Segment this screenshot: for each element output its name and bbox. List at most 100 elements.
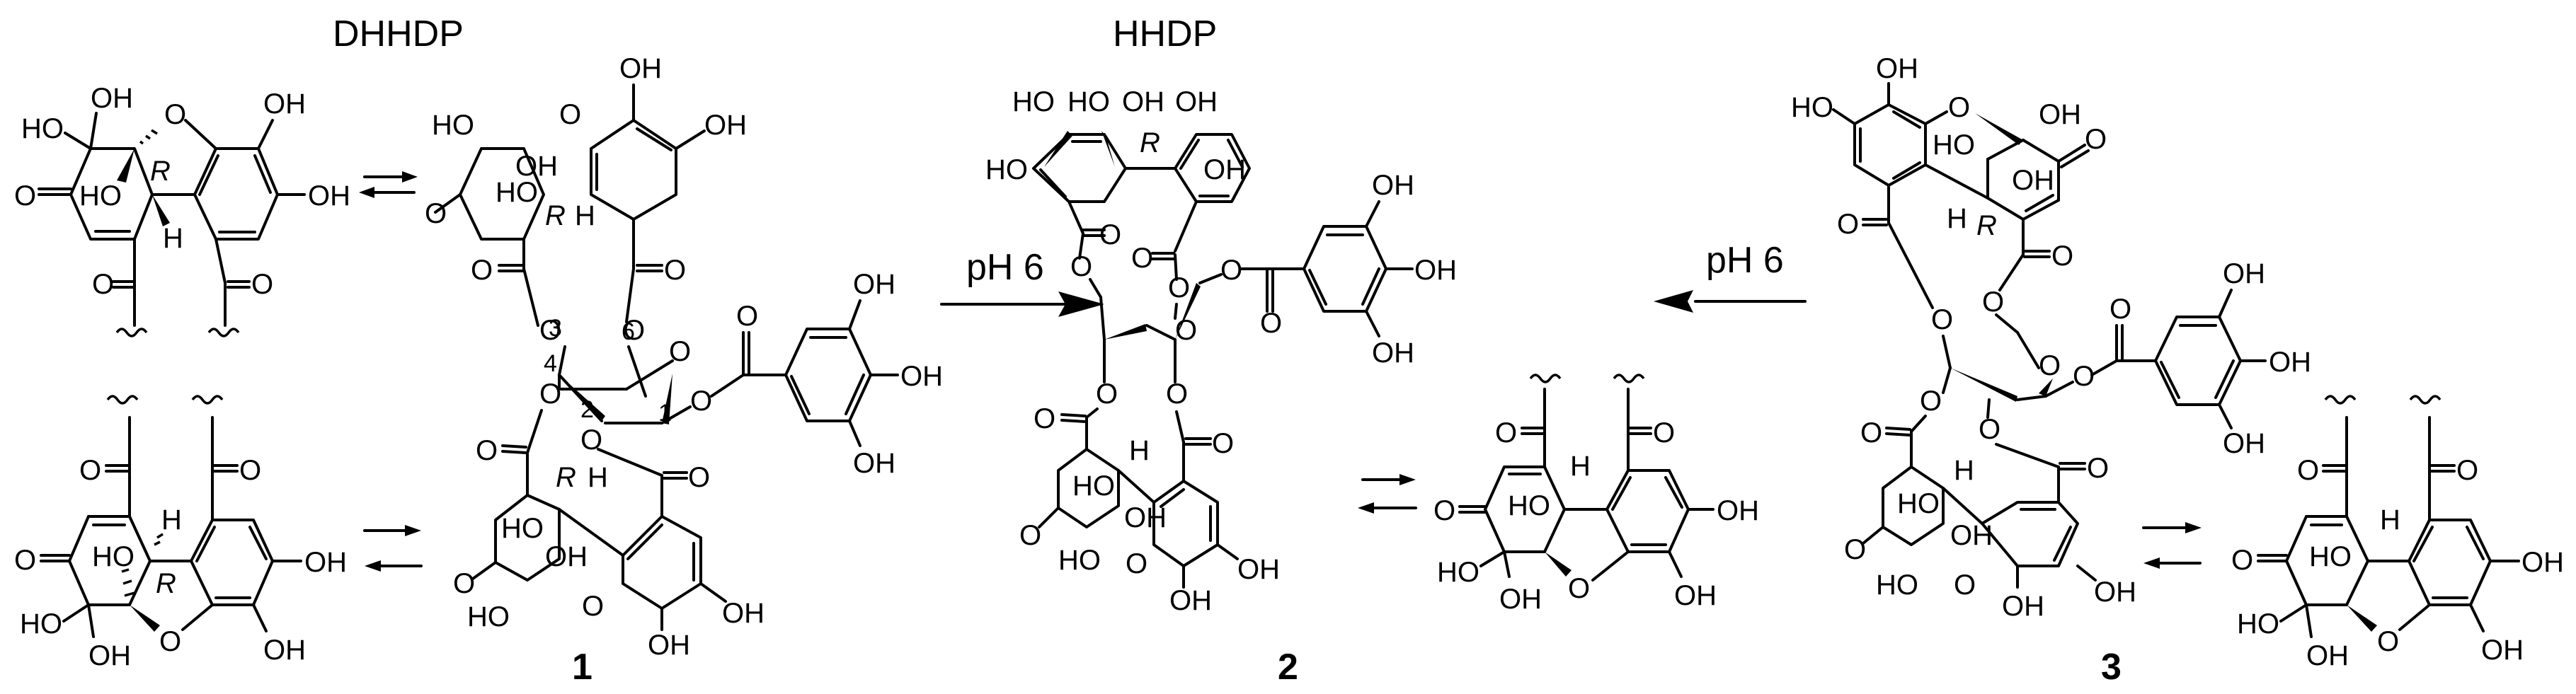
dhhdp-fragment-bottom-left: O O O HO H R HO OH O OH OH — [14, 395, 347, 671]
ho-label: HO — [432, 110, 474, 141]
ho-label: HO — [1897, 488, 1940, 519]
oh-label: OH — [2223, 428, 2265, 459]
ester-o: O — [539, 315, 561, 346]
h-label: H — [575, 200, 595, 231]
h-label: H — [1129, 435, 1150, 466]
oh-label: OH — [2223, 258, 2265, 289]
ester-o: O — [539, 378, 561, 410]
oh-label: OH — [1169, 585, 1212, 616]
ester-o: O — [1979, 414, 2000, 445]
ho-label: HO — [1508, 490, 1550, 521]
carbonyl-o: O — [476, 435, 498, 466]
furan-o: O — [582, 591, 604, 622]
oh-label: OH — [853, 448, 895, 479]
compound-label-1: 1 — [572, 647, 593, 688]
oh-label: OH — [2012, 165, 2054, 196]
ho-label: HO — [1072, 470, 1115, 502]
ester-o: O — [1220, 255, 1242, 286]
condition-ph-left: pH 6 — [966, 247, 1044, 288]
carbonyl-o: O — [2087, 453, 2109, 484]
oh-label: OH — [1203, 154, 1246, 185]
carbonyl-o: O — [2110, 294, 2131, 325]
oh-label: OH — [1124, 502, 1167, 533]
oh-label: OH — [2039, 99, 2081, 130]
ho-label: HO — [1012, 86, 1055, 117]
stereo-r: R — [1140, 127, 1160, 158]
oh-label: OH — [853, 269, 895, 300]
equilibrium-arrows-top-left — [359, 171, 418, 198]
carbonyl-o: O — [2297, 455, 2319, 486]
ketone-o: O — [453, 568, 475, 599]
stereo-r: R — [156, 568, 176, 599]
dhhdp-fragment-middle: O O O HO H HO OH O OH OH — [1433, 374, 1759, 615]
ketone-o: O — [2231, 545, 2253, 576]
furan-o: O — [1954, 569, 1976, 601]
oh-label: OH — [545, 541, 588, 572]
oh-label: OH — [900, 361, 943, 392]
h-label: H — [1947, 203, 1967, 234]
compound-3-structure: OH HO O OH O HO OH H R O O O O — [1791, 53, 2311, 622]
ketone-o: O — [14, 180, 36, 212]
carbonyl-o: O — [1837, 209, 1859, 240]
ho-label: HO — [1058, 545, 1101, 576]
oh-label: OH — [704, 110, 747, 141]
carbonyl-o: O — [79, 455, 101, 486]
carbonyl-o: O — [1099, 219, 1121, 250]
ho-label: HO — [2237, 608, 2279, 640]
oh-label: OH — [619, 53, 662, 84]
dhhdp-fragment-top-left: O HO OH HO O R H OH OH O O — [14, 83, 350, 337]
oh-label: OH — [88, 640, 131, 671]
carbonyl-o: O — [1034, 403, 1055, 434]
oh-label: OH — [648, 630, 690, 661]
compound-label-3: 3 — [2101, 647, 2122, 688]
ho-label: HO — [1437, 557, 1479, 588]
carbonyl-o: O — [251, 269, 273, 300]
ho-label: HO — [1933, 129, 1975, 161]
dhhdp-fragment-right: O O O HO H HO OH O OH OH — [2231, 395, 2564, 671]
locant-4: 4 — [544, 350, 557, 377]
carbonyl-o: O — [2051, 241, 2073, 272]
ho-label: HO — [1067, 86, 1110, 117]
oh-label: OH — [1372, 170, 1414, 201]
oh-label: OH — [304, 547, 347, 578]
h-label: H — [1570, 451, 1591, 482]
ho-label: HO — [20, 608, 62, 640]
ring-o: O — [2039, 350, 2061, 381]
carbonyl-o: O — [239, 455, 261, 486]
condition-ph-right: pH 6 — [1706, 240, 1784, 281]
ester-o: O — [1168, 272, 1190, 303]
compound-label-2: 2 — [1278, 647, 1298, 688]
ether-o: O — [559, 99, 581, 130]
oh-label: OH — [263, 88, 306, 120]
reaction-arrow-1-to-2: pH 6 — [940, 247, 1104, 317]
oh-label: OH — [2481, 635, 2524, 666]
oh-label: OH — [2269, 347, 2311, 378]
stereo-r: R — [556, 462, 576, 493]
ketone-o: O — [1019, 520, 1041, 551]
ho-label: HO — [21, 113, 64, 144]
compound-2-structure: R HO HO OH OH HO OH O O O O O O O — [985, 86, 1457, 616]
equilibrium-arrows-bottom-left — [363, 525, 423, 572]
furan-o: O — [2377, 626, 2399, 657]
carbonyl-o: O — [664, 255, 686, 286]
ho-label: HO — [1791, 92, 1833, 123]
title-hhdp: HHDP — [1113, 13, 1217, 54]
furan-o: O — [1568, 573, 1590, 604]
carbonyl-o: O — [1212, 428, 1234, 459]
oh-label: OH — [722, 598, 765, 629]
oh-label: OH — [308, 180, 350, 212]
oh-label: OH — [1499, 584, 1542, 615]
oh-label: OH — [1175, 86, 1218, 117]
oh-label: OH — [2306, 640, 2349, 671]
stereo-r: R — [545, 200, 566, 231]
furan-o: O — [159, 626, 181, 657]
title-dhhdp: DHHDP — [333, 13, 464, 54]
carbonyl-o: O — [688, 462, 710, 493]
h-label: H — [163, 223, 183, 254]
oh-label: OH — [1237, 554, 1280, 585]
ether-o: O — [1948, 92, 1970, 123]
oh-label: OH — [1717, 495, 1759, 526]
locant-3: 3 — [549, 315, 562, 342]
h-label: H — [1954, 455, 1974, 486]
equilibrium-arrows-middle — [1358, 474, 1417, 514]
